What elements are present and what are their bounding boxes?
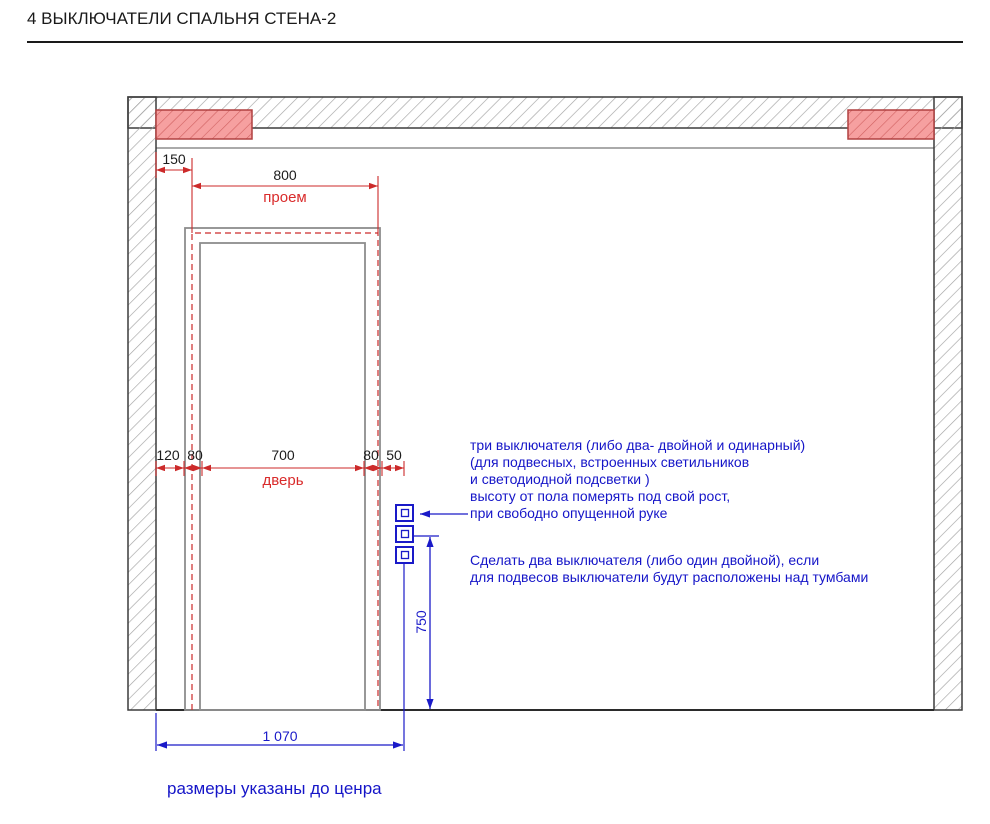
right-wall [933, 96, 963, 711]
ceiling-band [127, 96, 963, 149]
dim-120-label: 120 [156, 447, 180, 463]
switch-note-line: три выключателя (либо два- двойной и оди… [470, 437, 806, 453]
page-title: 4 ВЫКЛЮЧАТЕЛИ СПАЛЬНЯ СТЕНА-2 [27, 9, 337, 28]
dim-50-label: 50 [386, 447, 402, 463]
door-label: дверь [262, 472, 304, 489]
title-rule [27, 41, 963, 43]
alt-switch-note: Сделать два выключателя (либо один двойн… [470, 552, 868, 586]
curtain-box-left [155, 109, 253, 140]
opening-dashed-outline [191, 232, 379, 710]
alt-switch-note-line: Сделать два выключателя (либо один двойн… [470, 552, 820, 568]
switch-note-line: и светодиодной подсветки ) [470, 471, 650, 487]
dim-80-left-label: 80 [187, 447, 203, 463]
switch-note-line: при свободно опущенной руке [470, 505, 668, 521]
switch-note: три выключателя (либо два- двойной и оди… [470, 437, 805, 522]
alt-switch-note-line: для подвесов выключатели будут расположе… [470, 569, 869, 585]
switch-unit-middle [395, 525, 414, 543]
left-wall [127, 96, 157, 711]
blue-dimension-lines [155, 535, 439, 751]
curtain-box-right [847, 109, 935, 140]
opening-label: проем [263, 189, 307, 206]
dim-750-label: 750 [413, 610, 429, 634]
dim-700-label: 700 [271, 447, 295, 463]
dim-80-right-label: 80 [363, 447, 379, 463]
switch-note-line: высоту от пола померять под свой рост, [470, 488, 731, 504]
footer-note: размеры указаны до ценра [167, 779, 382, 798]
switch-block [395, 504, 414, 564]
switch-note-line: (для подвесных, встроенных светильников [470, 454, 750, 470]
red-dimension-lines [155, 152, 405, 476]
switch-unit-top [395, 504, 414, 522]
dim-800-label: 800 [273, 167, 297, 183]
dim-1070-label: 1 070 [262, 728, 298, 744]
switch-unit-bottom [395, 546, 414, 564]
door-frame [184, 227, 381, 711]
dim-150-label: 150 [162, 151, 186, 167]
